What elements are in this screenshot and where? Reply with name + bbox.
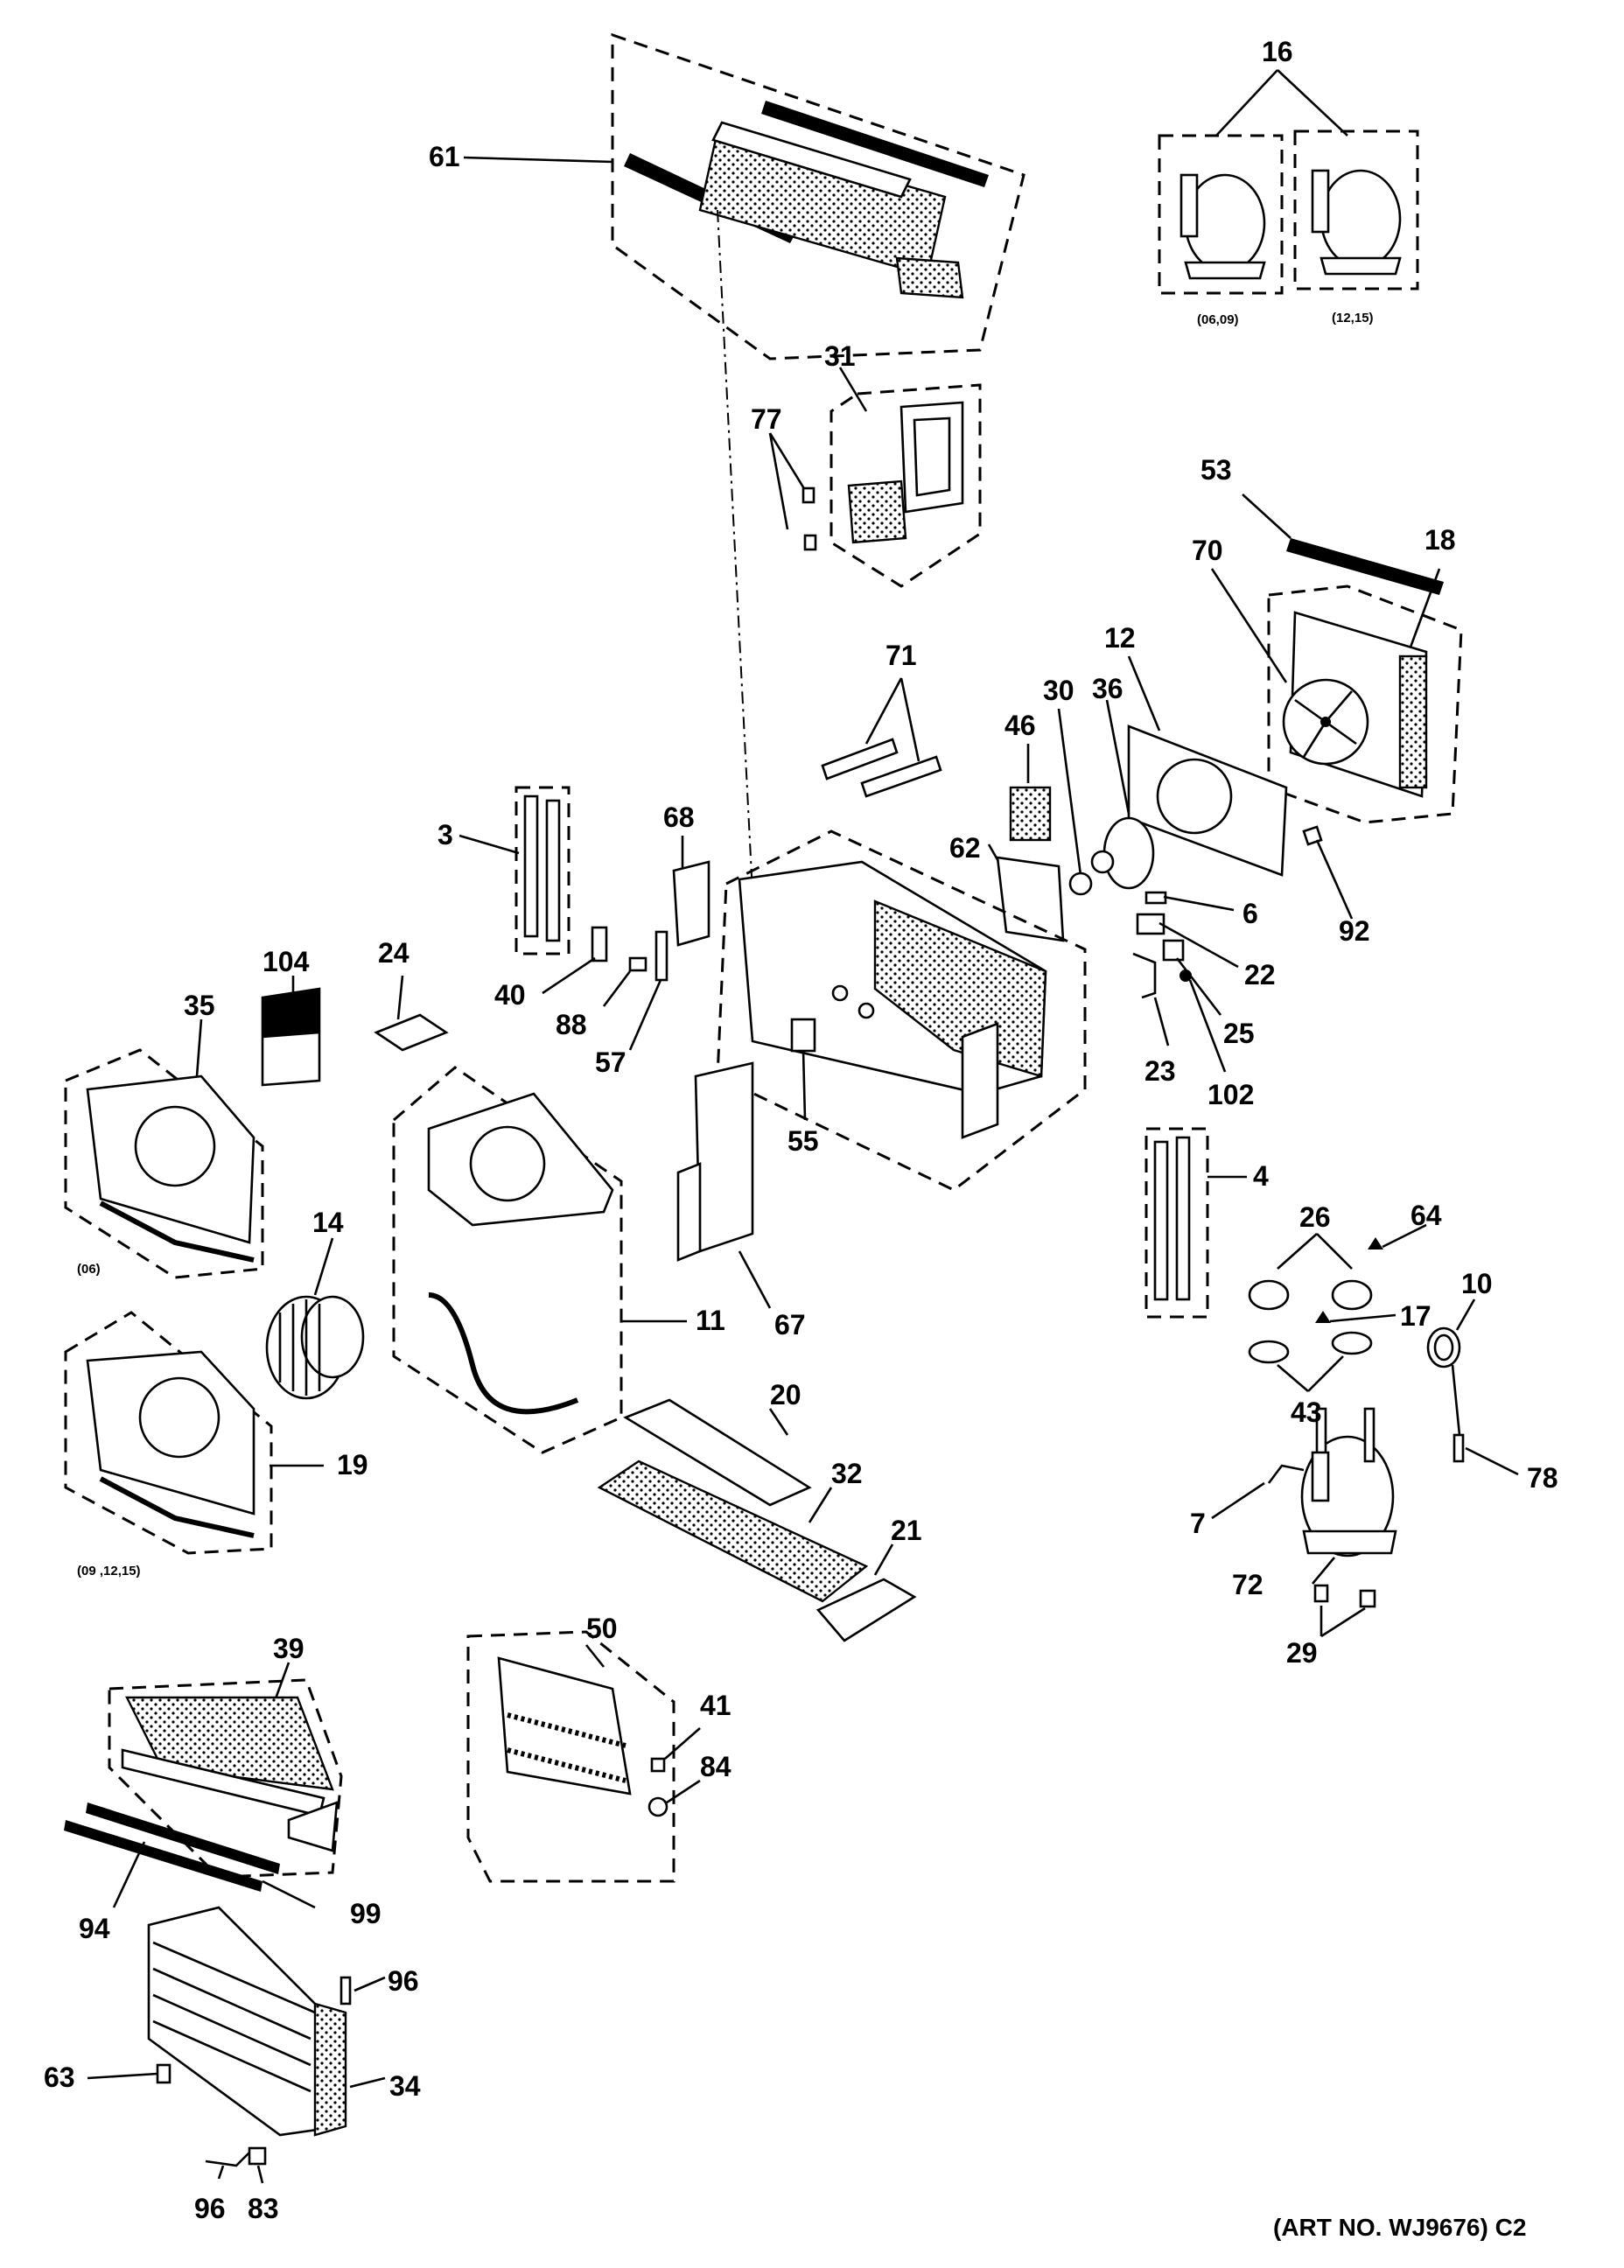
variant-label-12-15: (12,15) [1332,311,1374,326]
callout-41: 41 [700,1690,732,1721]
trim-strips-group [64,1802,316,1909]
callout-22: 22 [1244,959,1276,990]
left-brackets-group [458,786,710,1051]
main-compressor-group [1211,1407,1397,1638]
callout-23: 23 [1144,1055,1176,1087]
variant-label-06: (06) [77,1262,101,1277]
evaporator-group [466,1630,701,1883]
capillary-group [1426,1298,1519,1476]
callout-35: 35 [184,990,215,1021]
callout-77: 77 [751,403,782,435]
callout-26: 26 [1299,1201,1331,1233]
rail-brackets-group [821,677,942,798]
callout-30: 30 [1043,675,1074,706]
callout-18: 18 [1424,524,1456,556]
callout-55: 55 [788,1125,819,1157]
front-grille-group [108,1662,343,1879]
callout-40: 40 [494,979,526,1011]
callout-36: 36 [1092,673,1124,704]
small-parts-right-group [1132,891,1239,1073]
callout-67: 67 [774,1309,806,1340]
callout-50: 50 [586,1613,618,1644]
callout-99: 99 [350,1898,382,1929]
callout-57: 57 [595,1046,626,1078]
coil-group [87,1906,386,2184]
callout-29: 29 [1286,1637,1318,1669]
variant-label-06-09: (06,09) [1197,312,1239,327]
divider-group [676,1061,772,1309]
callout-11: 11 [696,1305,725,1336]
art-number: (ART NO. WJ9676) C2 [1273,2214,1526,2241]
callout-71: 71 [886,640,917,671]
scroll-09-12-15-group [64,1311,324,1555]
callout-62: 62 [949,832,981,864]
callout-10: 10 [1461,1268,1493,1299]
callout-19: 19 [337,1449,368,1480]
callout-64: 64 [1410,1200,1442,1231]
callout-labels: 61 16 31 77 53 70 18 71 12 46 30 36 3 68… [44,36,1558,2241]
variant-label-09-12-15: (09 ,12,15) [77,1564,141,1578]
callout-20: 20 [770,1379,802,1410]
callout-63: 63 [44,2062,75,2093]
callout-96-upper: 96 [388,1965,419,1997]
callout-94: 94 [79,1913,110,1944]
callout-14: 14 [312,1207,344,1238]
callout-104: 104 [262,946,310,977]
fan-motor-group [987,655,1288,942]
callout-72: 72 [1232,1569,1264,1600]
blower-wheel-group [265,1237,365,1400]
callout-88: 88 [556,1009,587,1040]
callout-78: 78 [1527,1462,1558,1494]
callout-84: 84 [700,1751,732,1782]
callout-70: 70 [1192,535,1223,566]
compressor-group [1158,69,1419,295]
callout-68: 68 [663,802,695,833]
scroll-housing-group [392,1066,687,1454]
callout-4: 4 [1253,1160,1269,1192]
filter-and-cover-group [261,975,449,1087]
callout-6: 6 [1242,898,1258,929]
callout-102: 102 [1208,1079,1254,1110]
callout-96-lower: 96 [194,2193,226,2224]
callout-7: 7 [1190,1508,1206,1539]
control-box-group [768,367,982,588]
callout-31: 31 [824,340,856,372]
callout-46: 46 [1004,710,1036,741]
callout-83: 83 [248,2193,279,2224]
callout-34: 34 [389,2070,421,2102]
drain-pan-group [597,1398,917,1642]
callout-92: 92 [1339,915,1370,947]
callout-21: 21 [891,1515,922,1546]
callout-32: 32 [831,1458,863,1489]
callout-39: 39 [273,1633,304,1664]
callout-17: 17 [1400,1300,1432,1332]
top-cover-assembly-group [463,32,1026,360]
callout-25: 25 [1223,1018,1255,1049]
callout-61: 61 [429,141,460,172]
callout-24: 24 [378,937,410,969]
callout-12: 12 [1104,622,1136,654]
callout-16: 16 [1262,36,1293,67]
callout-53: 53 [1200,454,1232,486]
callout-43: 43 [1291,1396,1322,1428]
right-bracket-group [1144,1127,1427,1392]
scroll-06-group [64,1018,264,1279]
condenser-group [1210,494,1463,920]
callout-3: 3 [438,819,453,850]
